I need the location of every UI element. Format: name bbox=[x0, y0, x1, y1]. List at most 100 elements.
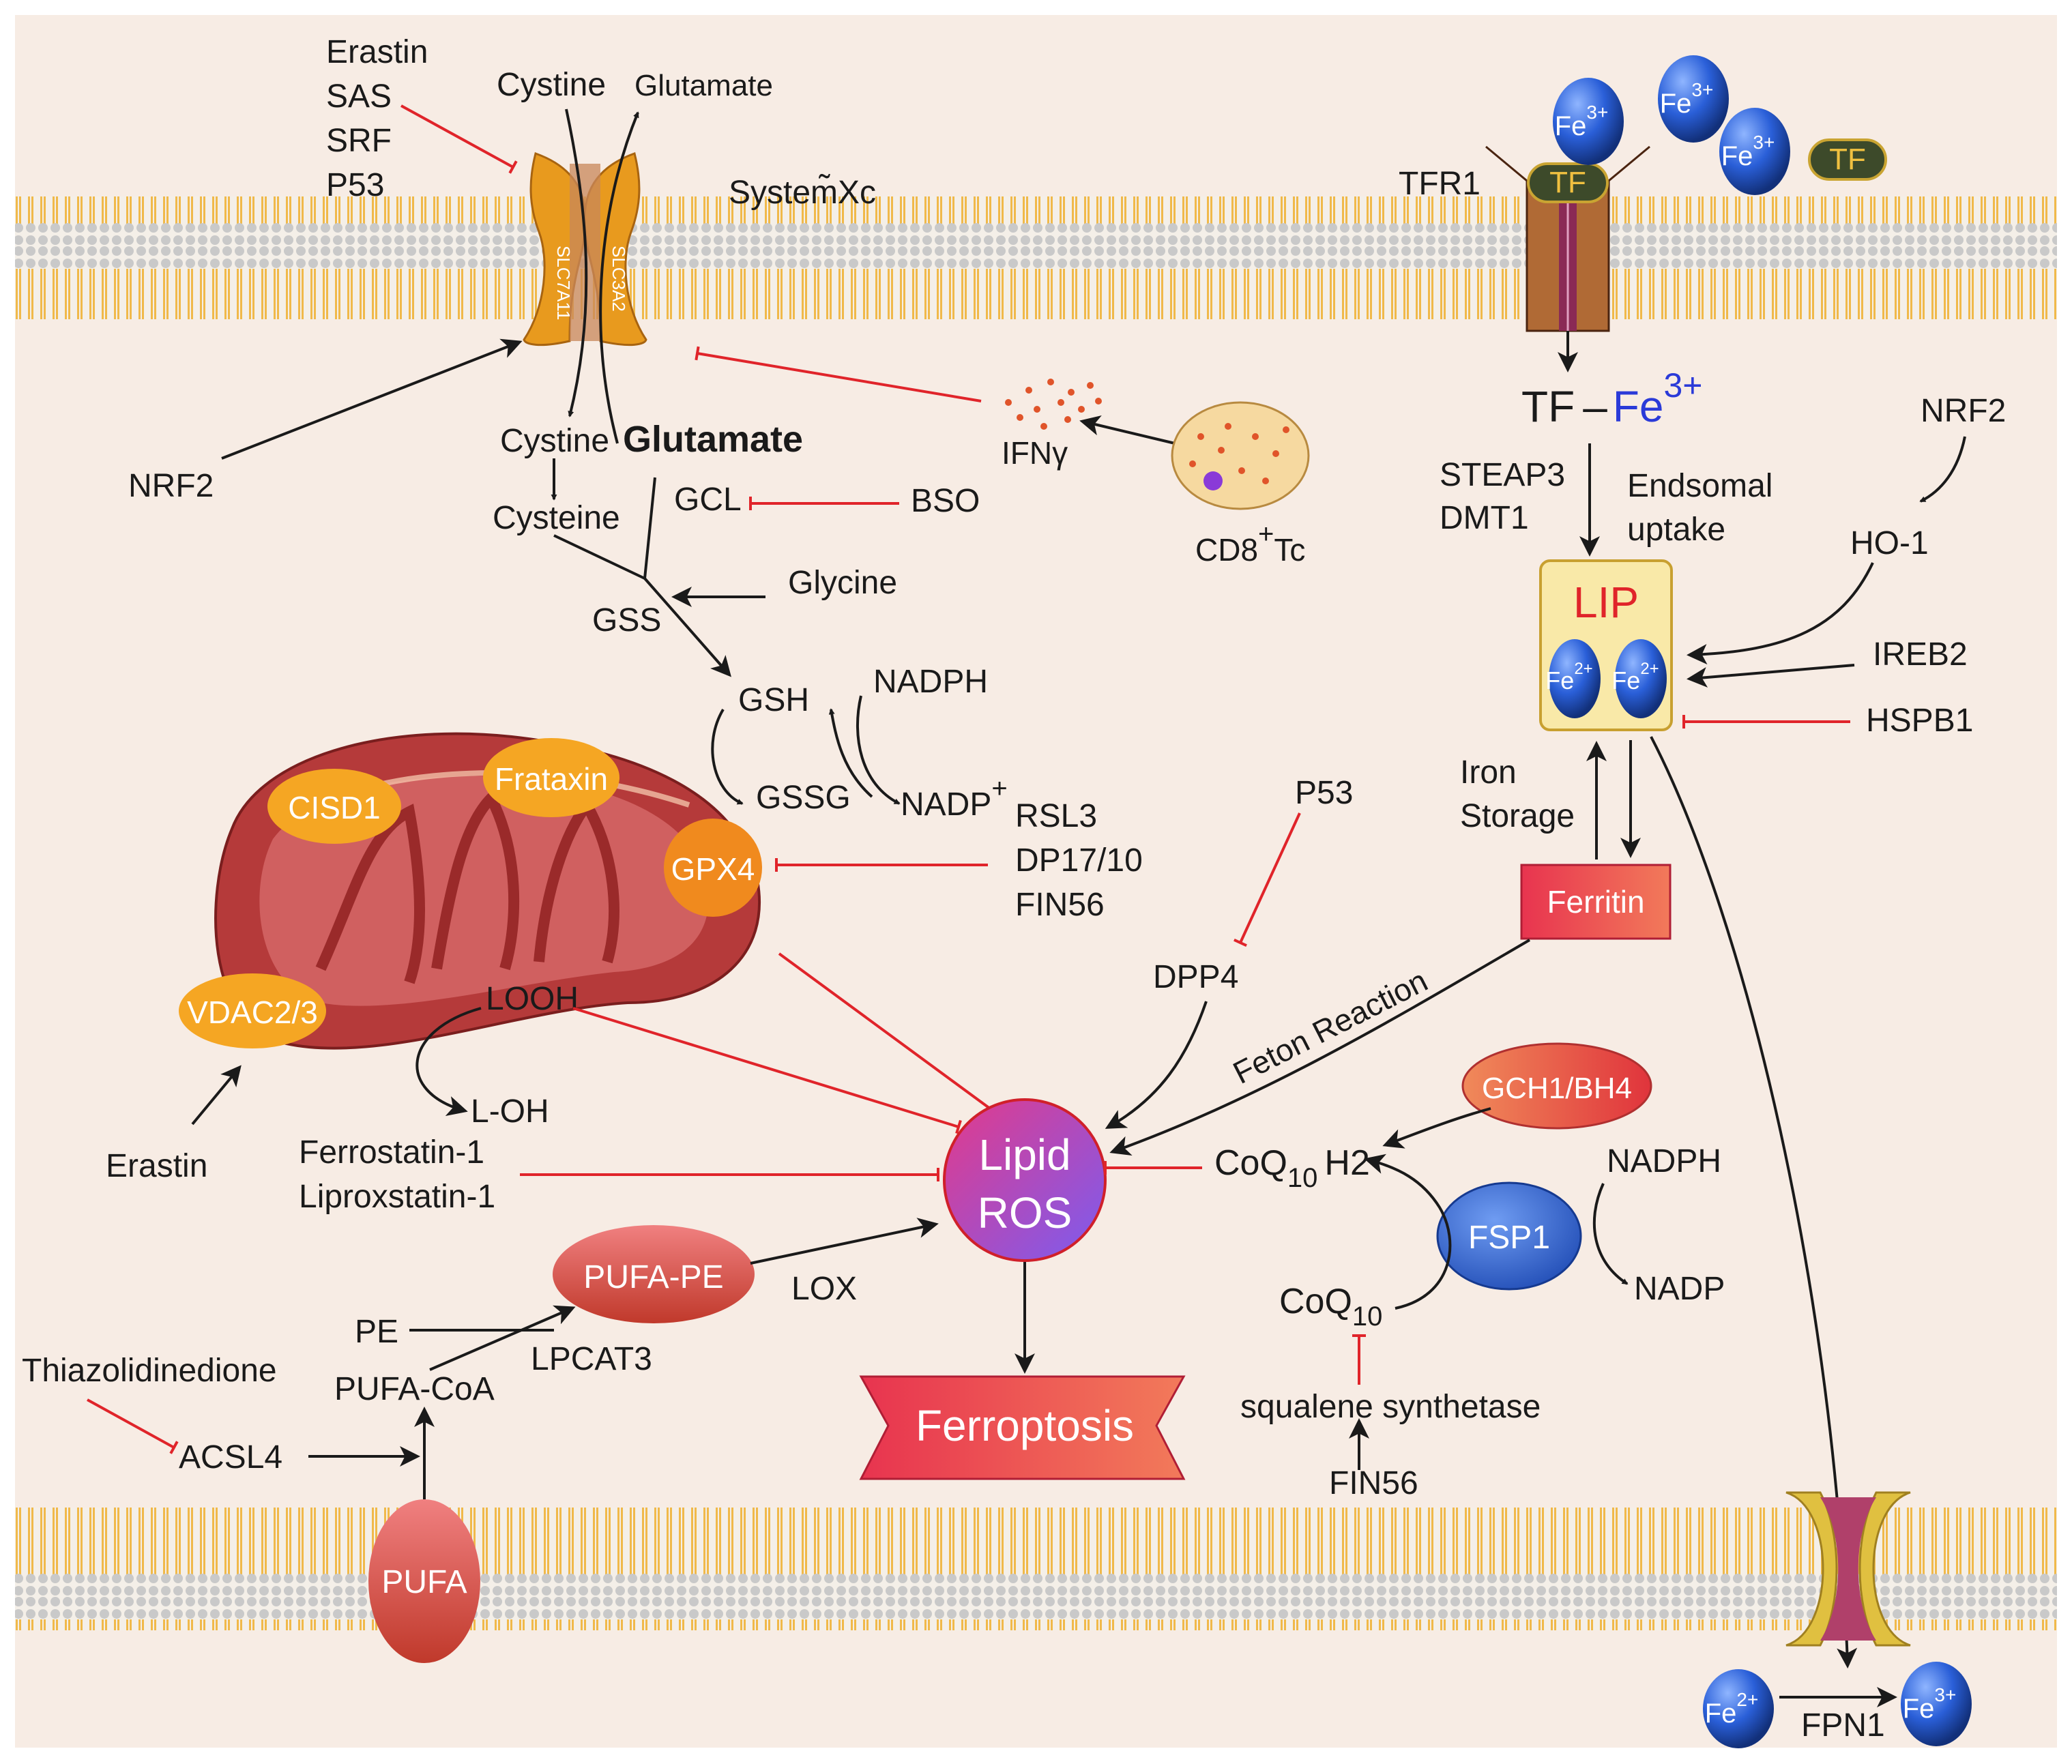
iron-storage-label-2: Storage bbox=[1460, 798, 1575, 834]
ireb2-label: IREB2 bbox=[1873, 636, 1968, 673]
svg-text:Fe3+: Fe3+ bbox=[1721, 132, 1775, 171]
nadp-label: NADP+ bbox=[901, 774, 1008, 823]
gcl-label: GCL bbox=[674, 482, 742, 518]
ferritin-label: Ferritin bbox=[1547, 884, 1644, 920]
svg-text:Fe2+: Fe2+ bbox=[1545, 660, 1592, 694]
looh-label: LOOH bbox=[486, 981, 579, 1017]
svg-text:Fe3+: Fe3+ bbox=[1555, 102, 1609, 141]
lox-label: LOX bbox=[791, 1271, 857, 1307]
fpn1-label: FPN1 bbox=[1801, 1707, 1885, 1744]
tf-bound bbox=[1527, 162, 1609, 203]
ferroptosis-label: Ferroptosis bbox=[916, 1401, 1134, 1450]
gsh-label: GSH bbox=[738, 682, 809, 718]
ferroptosis-banner bbox=[859, 1375, 1186, 1480]
frataxin-label: Frataxin bbox=[495, 761, 608, 797]
pufa-label: PUFA bbox=[381, 1564, 467, 1600]
glycine-label: Glycine bbox=[788, 565, 897, 601]
frataxin-protein bbox=[483, 738, 619, 817]
pufa-pe-label: PUFA-PE bbox=[583, 1259, 723, 1295]
nrf2-activate-arrow bbox=[221, 338, 523, 460]
cd8-t-cell bbox=[1171, 401, 1310, 510]
ireb2-to-lip-arrow bbox=[1687, 664, 1855, 688]
svg-text:Fe3+: Fe3+ bbox=[1903, 1684, 1957, 1724]
erastin-label-top: Erastin bbox=[326, 34, 428, 70]
cisd1-label: CISD1 bbox=[288, 790, 380, 825]
fsp1-label: FSP1 bbox=[1468, 1220, 1550, 1256]
thiazolidinedione-label: Thiazolidinedione bbox=[22, 1353, 277, 1389]
erastin-to-vdac-arrow bbox=[191, 1065, 242, 1126]
fe3-ion-1: Fe3+ bbox=[1553, 78, 1624, 165]
glutamate-export-arrow bbox=[599, 111, 639, 444]
gch1-label: GCH1/BH4 bbox=[1482, 1072, 1632, 1105]
pufa-membrane-node bbox=[368, 1499, 480, 1663]
fenton-arrow bbox=[1109, 939, 1531, 1156]
gss-to-gsh-arrow bbox=[643, 577, 731, 677]
lipid-ros-line1: Lipid bbox=[978, 1130, 1070, 1179]
erastin-label-vdac: Erastin bbox=[106, 1148, 207, 1184]
looh-to-loh-arrow bbox=[415, 1007, 482, 1116]
gpx4-label: GPX4 bbox=[671, 851, 755, 887]
cd8-secretes-ifng-arrow bbox=[1079, 415, 1176, 445]
lipid-ros-node bbox=[943, 1098, 1107, 1262]
ferritin-box bbox=[1520, 864, 1672, 940]
tzd-inhibit-acsl4-line bbox=[87, 1398, 179, 1454]
gssg-label: GSSG bbox=[756, 780, 851, 816]
gss-label: GSS bbox=[592, 602, 661, 638]
squalene-label: squalene synthetase bbox=[1240, 1389, 1541, 1425]
lipid-ros-line2: ROS bbox=[978, 1188, 1073, 1237]
system-xc-label: System̃Xc bbox=[729, 174, 876, 211]
fe2-ion-lip-1: Fe2+ bbox=[1545, 639, 1601, 718]
acsl4-label: ACSL4 bbox=[179, 1439, 282, 1475]
tf-free bbox=[1808, 138, 1887, 181]
fe3-ion-3: Fe3+ bbox=[1719, 108, 1790, 195]
ferrostatin-label: Ferrostatin-1 bbox=[299, 1134, 484, 1171]
fsp1-node bbox=[1436, 1181, 1582, 1291]
fin56-label-gpx4: FIN56 bbox=[1015, 887, 1105, 923]
cisd1-protein bbox=[267, 769, 401, 844]
coq10-label: CoQ10 bbox=[1279, 1282, 1382, 1332]
fe2-ion-lip-2: Fe2+ bbox=[1611, 639, 1667, 718]
sas-label: SAS bbox=[326, 78, 392, 115]
gch1-node bbox=[1461, 1042, 1652, 1130]
fe3-ion-out: Fe3+ bbox=[1901, 1662, 1972, 1746]
endosomal-label-1: Endsomal bbox=[1627, 468, 1772, 504]
ifng-dots bbox=[1005, 379, 1102, 430]
iron-storage-label-1: Iron bbox=[1460, 754, 1517, 791]
vdac-protein bbox=[179, 973, 326, 1048]
glutamate-inside-label: Glutamate bbox=[623, 419, 803, 460]
glutamate-to-gss-line bbox=[643, 477, 656, 579]
loh-label: L-OH bbox=[471, 1093, 549, 1130]
svg-text:Fe2+: Fe2+ bbox=[1705, 1689, 1759, 1729]
tfr1-label: TFR1 bbox=[1399, 166, 1480, 202]
tf-fe-complex: TF–Fe3+ bbox=[1521, 366, 1702, 431]
nadp-label-fsp1: NADP bbox=[1634, 1271, 1725, 1307]
pufa-pe-node bbox=[553, 1225, 755, 1323]
svg-text:Fe2+: Fe2+ bbox=[1611, 660, 1659, 694]
gssg-regenerate-arrow bbox=[828, 708, 873, 798]
steap3-label: STEAP3 bbox=[1440, 457, 1565, 493]
coq10-reduction-arrow bbox=[1364, 1153, 1452, 1310]
fin56-label-squalene: FIN56 bbox=[1329, 1465, 1418, 1501]
cd8-label: CD8+Tc bbox=[1195, 519, 1305, 568]
nrf2-label-right: NRF2 bbox=[1921, 393, 2006, 429]
endosomal-label-2: uptake bbox=[1627, 512, 1725, 548]
gpx4-protein bbox=[664, 819, 762, 917]
slc3a2-label: SLC3A2 bbox=[609, 246, 629, 312]
svg-text:Fe3+: Fe3+ bbox=[1660, 79, 1714, 119]
pe-label: PE bbox=[355, 1314, 398, 1350]
cystine-inside-label: Cystine bbox=[500, 423, 609, 459]
gsh-to-gssg-arrow bbox=[711, 708, 744, 805]
srf-label: SRF bbox=[326, 123, 392, 159]
dpp4-to-ros-arrow bbox=[1105, 1001, 1208, 1129]
ho1-label: HO-1 bbox=[1850, 525, 1929, 561]
cysteine-to-gss-line bbox=[553, 534, 645, 580]
p53-inhibit-dpp4-line bbox=[1234, 812, 1301, 947]
dmt1-label: DMT1 bbox=[1440, 500, 1529, 536]
p53-label-top: P53 bbox=[326, 167, 384, 203]
ifng-inhibit-line bbox=[695, 346, 982, 402]
plasma-membrane-top bbox=[15, 196, 2057, 319]
hspb1-label: HSPB1 bbox=[1866, 703, 1973, 739]
looh-inhibit-ros-line bbox=[572, 1007, 962, 1134]
fpn1-channel bbox=[1785, 1491, 1911, 1647]
